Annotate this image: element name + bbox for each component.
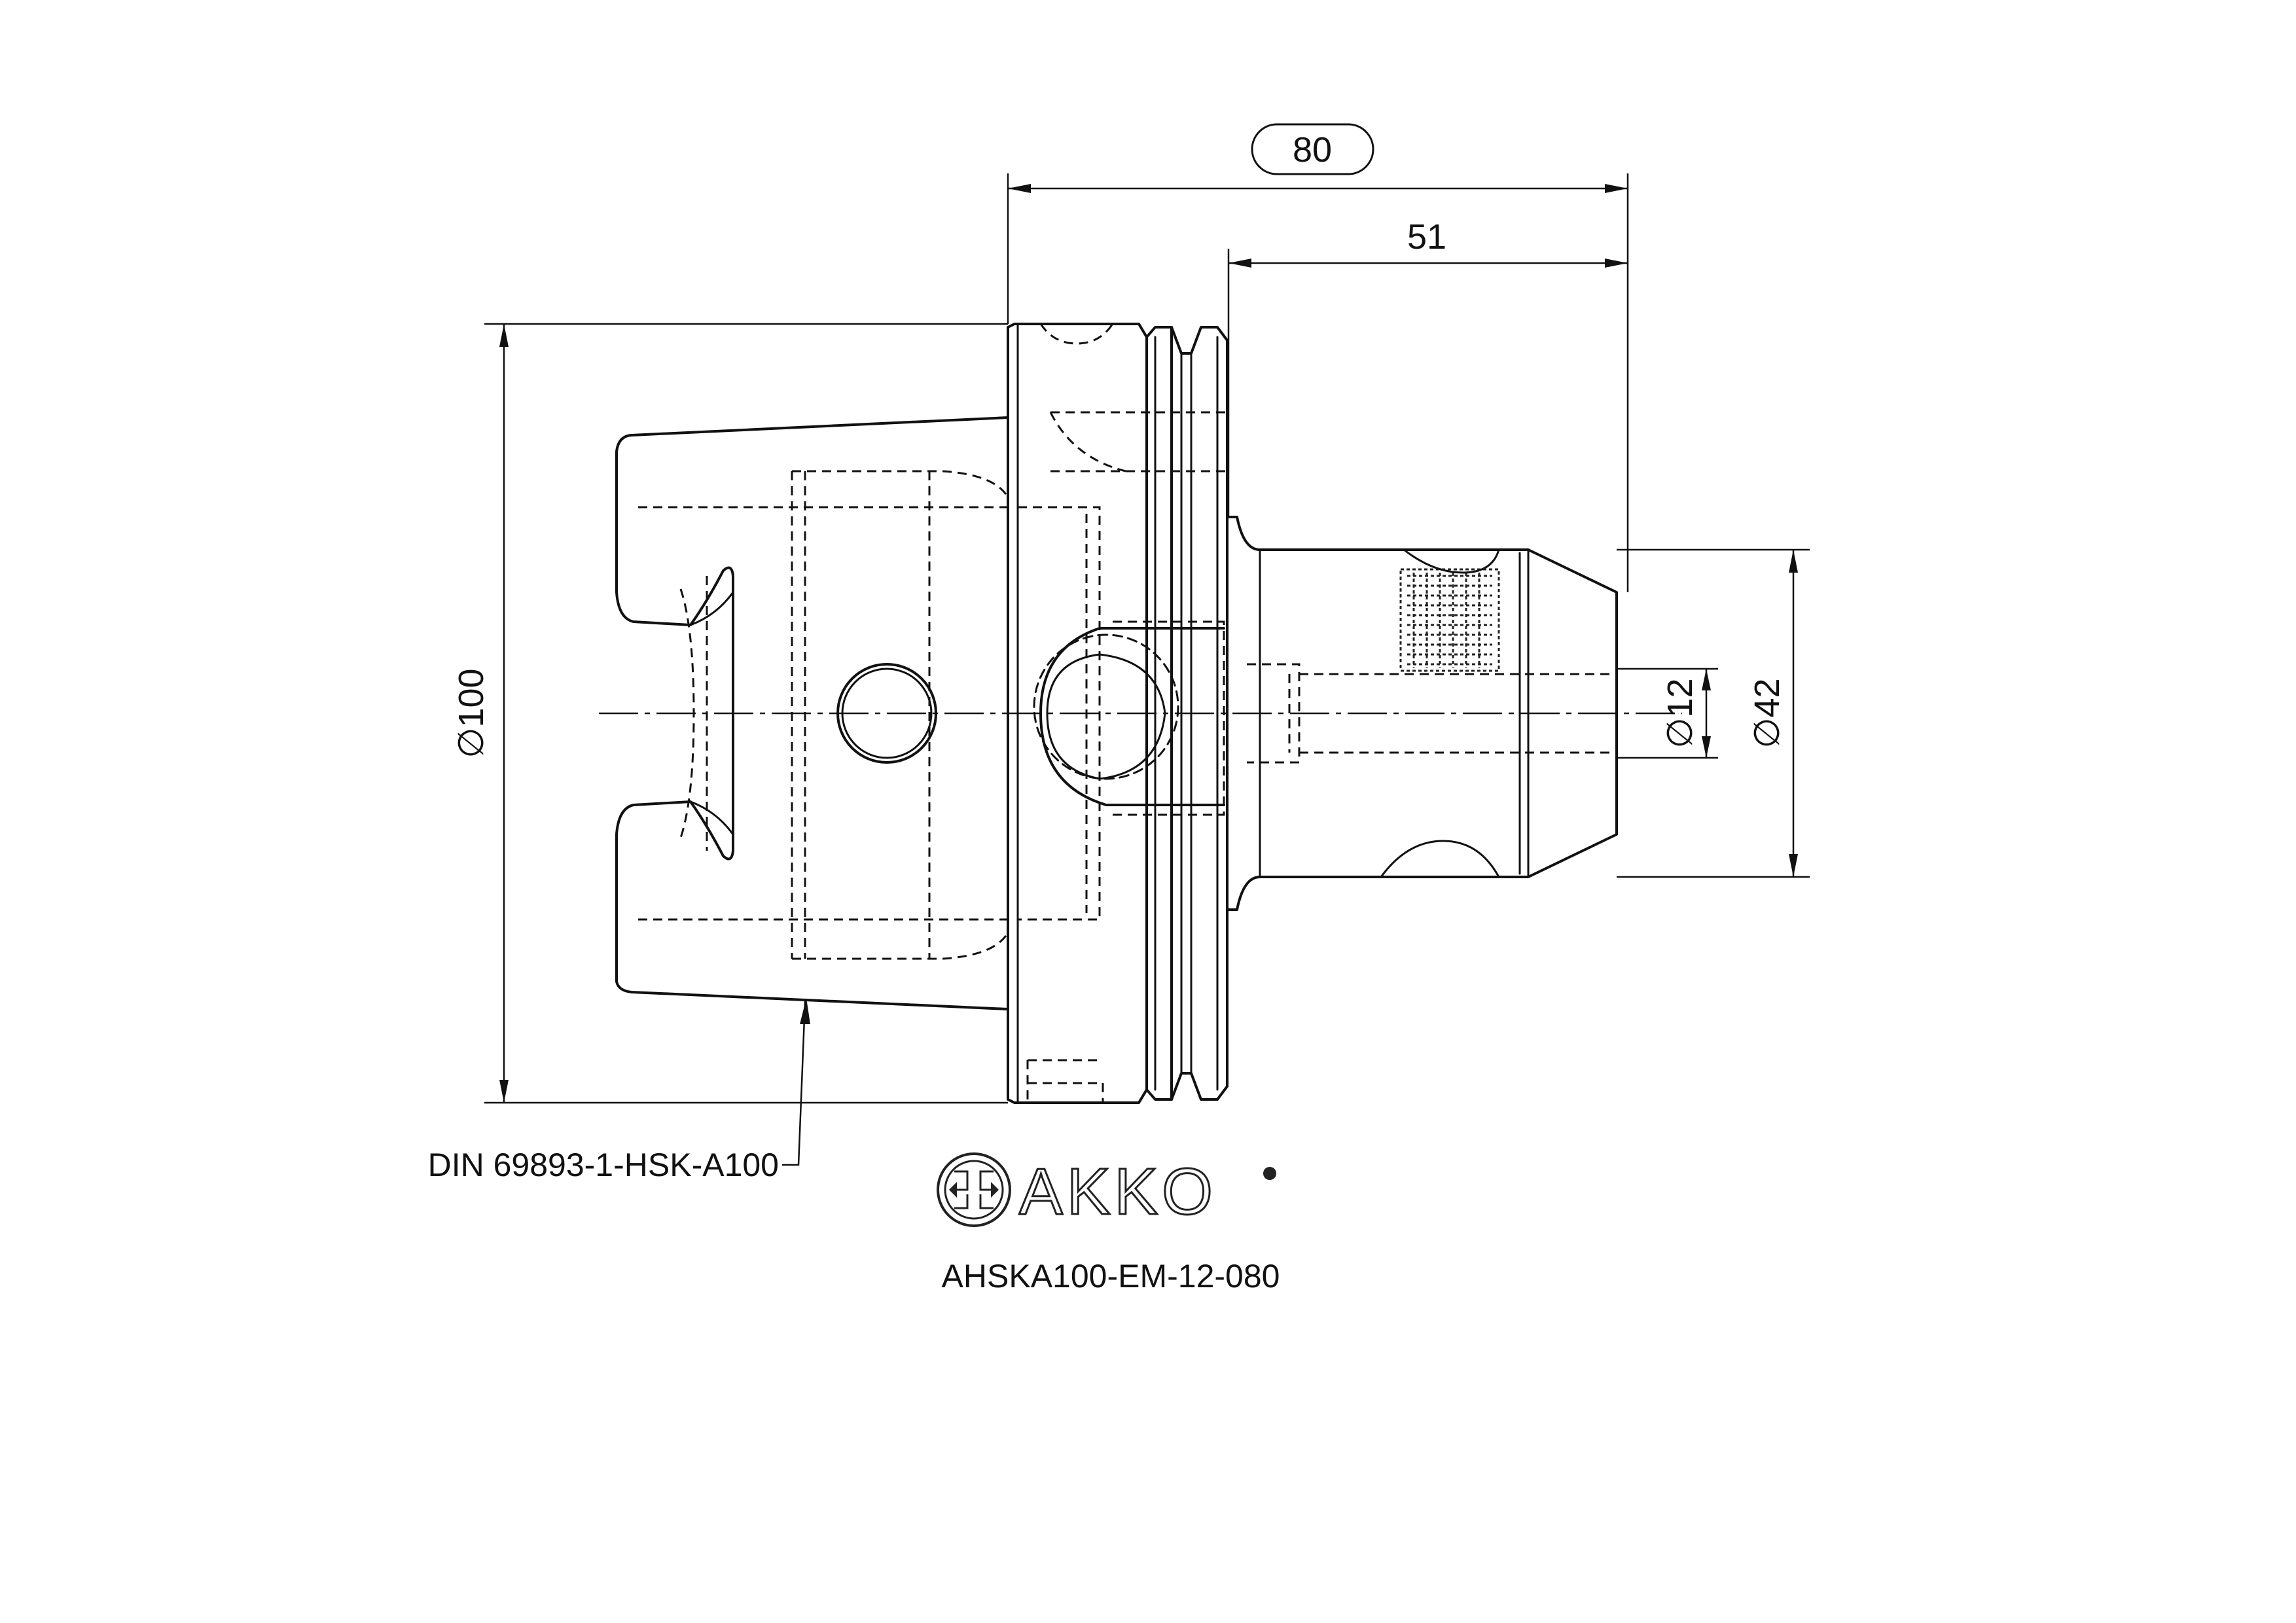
dimension-label-dia-100: ∅100	[452, 668, 491, 758]
dimension-label-dia-42: ∅42	[1748, 678, 1787, 748]
akko-emblem-icon	[937, 1152, 1011, 1227]
dimension-nose-diameter: ∅42	[1617, 548, 1810, 878]
dimension-label-dia-12: ∅12	[1660, 678, 1700, 748]
holder-nose	[1226, 516, 1618, 911]
dimension-flange-diameter: ∅100	[452, 323, 1008, 1104]
part-number-label: AHSKA100-EM-12-080	[942, 1258, 1280, 1294]
dimension-overall-length: 80	[1008, 123, 1628, 193]
registered-mark-icon	[1263, 1167, 1276, 1180]
akko-wordmark: AKKO	[1019, 1155, 1217, 1228]
akko-logo: AKKO	[937, 1152, 1276, 1230]
dimension-projection-length: 51	[1229, 217, 1628, 268]
dimension-bore-diameter: ∅12	[1617, 668, 1718, 759]
dimension-label-51: 51	[1407, 217, 1446, 257]
shank-standard-label: DIN 69893-1-HSK-A100	[428, 1147, 779, 1183]
shank-standard-callout: DIN 69893-1-HSK-A100	[428, 998, 810, 1183]
flange-collar	[1007, 323, 1229, 1104]
dimension-label-80: 80	[1293, 130, 1332, 169]
reference-dimension-box	[1251, 123, 1374, 175]
